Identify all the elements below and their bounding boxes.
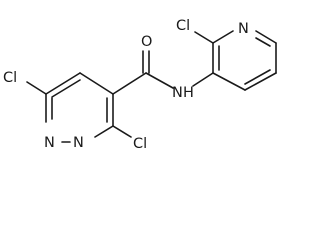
bond-c5-c4 <box>79 72 114 95</box>
pyridine-ring <box>212 30 277 91</box>
bond-n-pyridine <box>192 72 214 87</box>
atom-n-pyridazine-2: N <box>73 135 84 151</box>
bond-c6-c5 <box>45 72 81 95</box>
atom-h-amide: H <box>183 85 194 101</box>
atom-o-carbonyl: O <box>141 34 152 50</box>
bond-c5p-c4p-inner <box>244 69 271 85</box>
atom-cl-bottom: Cl <box>133 136 147 152</box>
pyridazine-ring <box>45 72 114 143</box>
bond-carbonyl-n <box>145 72 174 89</box>
chemical-structure-diagram: Cl N N Cl O N H Cl N <box>3 18 277 152</box>
atom-cl-pyridine: Cl <box>176 18 190 34</box>
bond-c4p-c3p <box>212 72 246 91</box>
bond-c3-cl <box>112 125 132 138</box>
bond-c6-cl <box>26 81 47 95</box>
atom-n-pyridazine-1: N <box>44 135 55 151</box>
bond-c3-n2 <box>94 125 114 138</box>
bond-c2p-n1p <box>212 30 234 44</box>
atom-n-amide: N <box>172 85 183 101</box>
atom-n-pyridine: N <box>238 21 249 37</box>
atom-cl-left: Cl <box>3 70 17 86</box>
bond-c2p-cl <box>194 31 214 44</box>
bond-c5p-c4p <box>244 72 277 91</box>
bond-n1p-c6p-inner <box>255 37 271 47</box>
bond-n1p-c6p <box>255 30 277 44</box>
bond-c4-carbonyl <box>112 72 147 95</box>
bond-c6-c5-inner <box>51 79 81 98</box>
amide-group <box>112 50 214 95</box>
